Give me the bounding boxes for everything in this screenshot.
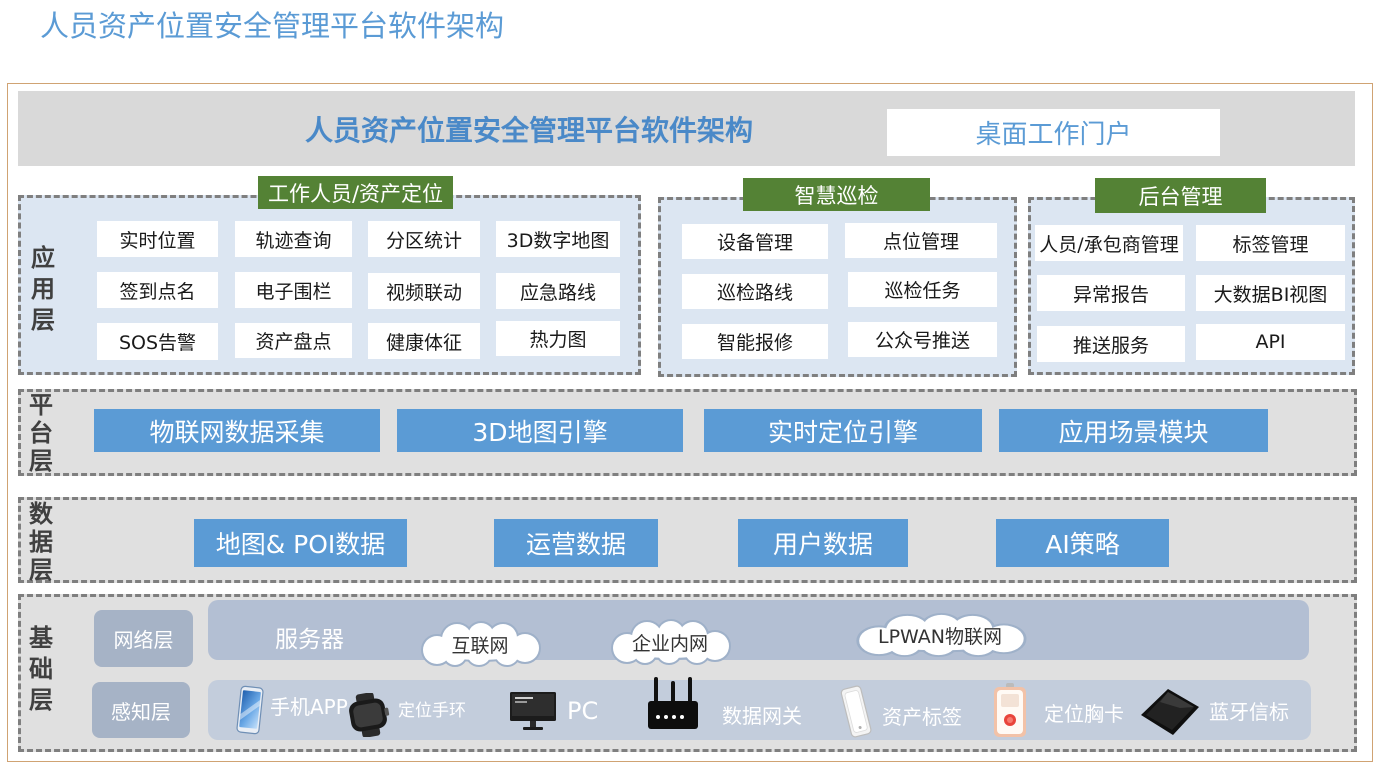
item-video-linkage: 视频联动 xyxy=(368,273,480,309)
item-device-management: 设备管理 xyxy=(682,224,828,259)
item-geofence: 电子围栏 xyxy=(235,272,352,308)
device-label-smartwatch: 定位手环 xyxy=(398,701,466,721)
item-sos-alarm: SOS告警 xyxy=(97,323,218,360)
cloud-internet: 互联网 xyxy=(413,620,547,668)
device-label-asset-tag: 资产标签 xyxy=(882,705,962,729)
gateway-router-icon xyxy=(648,677,698,731)
layer-label-data: 数据层 xyxy=(29,500,53,584)
device-label-data-gateway: 数据网关 xyxy=(722,704,802,728)
device-label-pc: PC xyxy=(567,697,599,725)
layer-label-application: 应用层 xyxy=(31,244,55,334)
device-label-phone-app: 手机APP xyxy=(270,695,348,719)
item-bigdata-bi-view: 大数据BI视图 xyxy=(1196,275,1345,311)
pc-monitor-icon xyxy=(510,692,556,731)
desktop-portal-box: 桌面工作门户 xyxy=(887,109,1220,156)
cloud-label-intranet: 企业内网 xyxy=(631,632,708,655)
module-iot-data-collection: 物联网数据采集 xyxy=(94,409,380,452)
group-header-smart-inspection: 智慧巡检 xyxy=(743,178,930,211)
module-operational-data: 运营数据 xyxy=(494,519,658,567)
item-realtime-location: 实时位置 xyxy=(97,221,218,257)
cloud-intranet: 企业内网 xyxy=(603,618,737,666)
item-check-in-roll-call: 签到点名 xyxy=(97,272,218,308)
item-patrol-task: 巡检任务 xyxy=(848,272,997,307)
smartwatch-icon xyxy=(345,692,391,738)
cloud-lpwan-iot: LPWAN物联网 xyxy=(845,612,1035,658)
item-push-service: 推送服务 xyxy=(1037,326,1185,362)
item-api: API xyxy=(1196,324,1345,360)
module-map-poi-data: 地图& POI数据 xyxy=(194,519,407,567)
network-bar xyxy=(208,600,1309,660)
module-ai-strategy: AI策略 xyxy=(996,519,1169,567)
perception-bar xyxy=(208,680,1311,740)
item-heatmap: 热力图 xyxy=(496,321,620,356)
layer-label-infrastructure: 基础层 xyxy=(29,624,53,714)
sublayer-label-network: 网络层 xyxy=(94,610,193,667)
bluetooth-beacon-icon xyxy=(1140,688,1200,736)
page-title: 人员资产位置安全管理平台软件架构 xyxy=(40,9,505,43)
module-user-data: 用户数据 xyxy=(738,519,908,567)
cloud-label-lpwan: LPWAN物联网 xyxy=(877,625,1002,648)
module-realtime-positioning-engine: 实时定位引擎 xyxy=(704,409,982,452)
item-staff-contractor-management: 人员/承包商管理 xyxy=(1035,225,1183,261)
item-track-query: 轨迹查询 xyxy=(235,221,352,257)
item-3d-digital-map: 3D数字地图 xyxy=(496,221,620,257)
item-patrol-route: 巡检路线 xyxy=(682,274,828,309)
item-exception-report: 异常报告 xyxy=(1037,275,1185,311)
server-label: 服务器 xyxy=(275,627,344,653)
asset-tag-icon xyxy=(838,684,874,739)
layer-label-platform: 平台层 xyxy=(29,391,53,475)
badge-card-icon xyxy=(992,683,1028,739)
cloud-label-internet: 互联网 xyxy=(451,634,509,657)
item-emergency-route: 应急路线 xyxy=(496,273,620,309)
group-header-personnel-asset-positioning: 工作人员/资产定位 xyxy=(258,176,453,209)
device-label-bluetooth-beacon: 蓝牙信标 xyxy=(1209,700,1289,724)
item-point-management: 点位管理 xyxy=(845,223,997,258)
diagram-title: 人员资产位置安全管理平台软件架构 xyxy=(305,114,754,147)
item-zone-statistics: 分区统计 xyxy=(368,221,480,257)
sublayer-label-perception: 感知层 xyxy=(92,682,190,738)
item-asset-inventory: 资产盘点 xyxy=(235,323,352,358)
item-health-vitals: 健康体征 xyxy=(368,323,480,359)
item-tag-management: 标签管理 xyxy=(1196,225,1345,261)
item-smart-repair: 智能报修 xyxy=(682,324,828,359)
module-application-scenario: 应用场景模块 xyxy=(999,409,1268,452)
device-label-badge-card: 定位胸卡 xyxy=(1044,702,1124,726)
item-official-account-push: 公众号推送 xyxy=(848,322,997,357)
phone-icon xyxy=(235,685,265,735)
diagram-frame xyxy=(7,83,1373,762)
module-3d-map-engine: 3D地图引擎 xyxy=(397,409,683,452)
group-header-backend-management: 后台管理 xyxy=(1095,178,1266,213)
